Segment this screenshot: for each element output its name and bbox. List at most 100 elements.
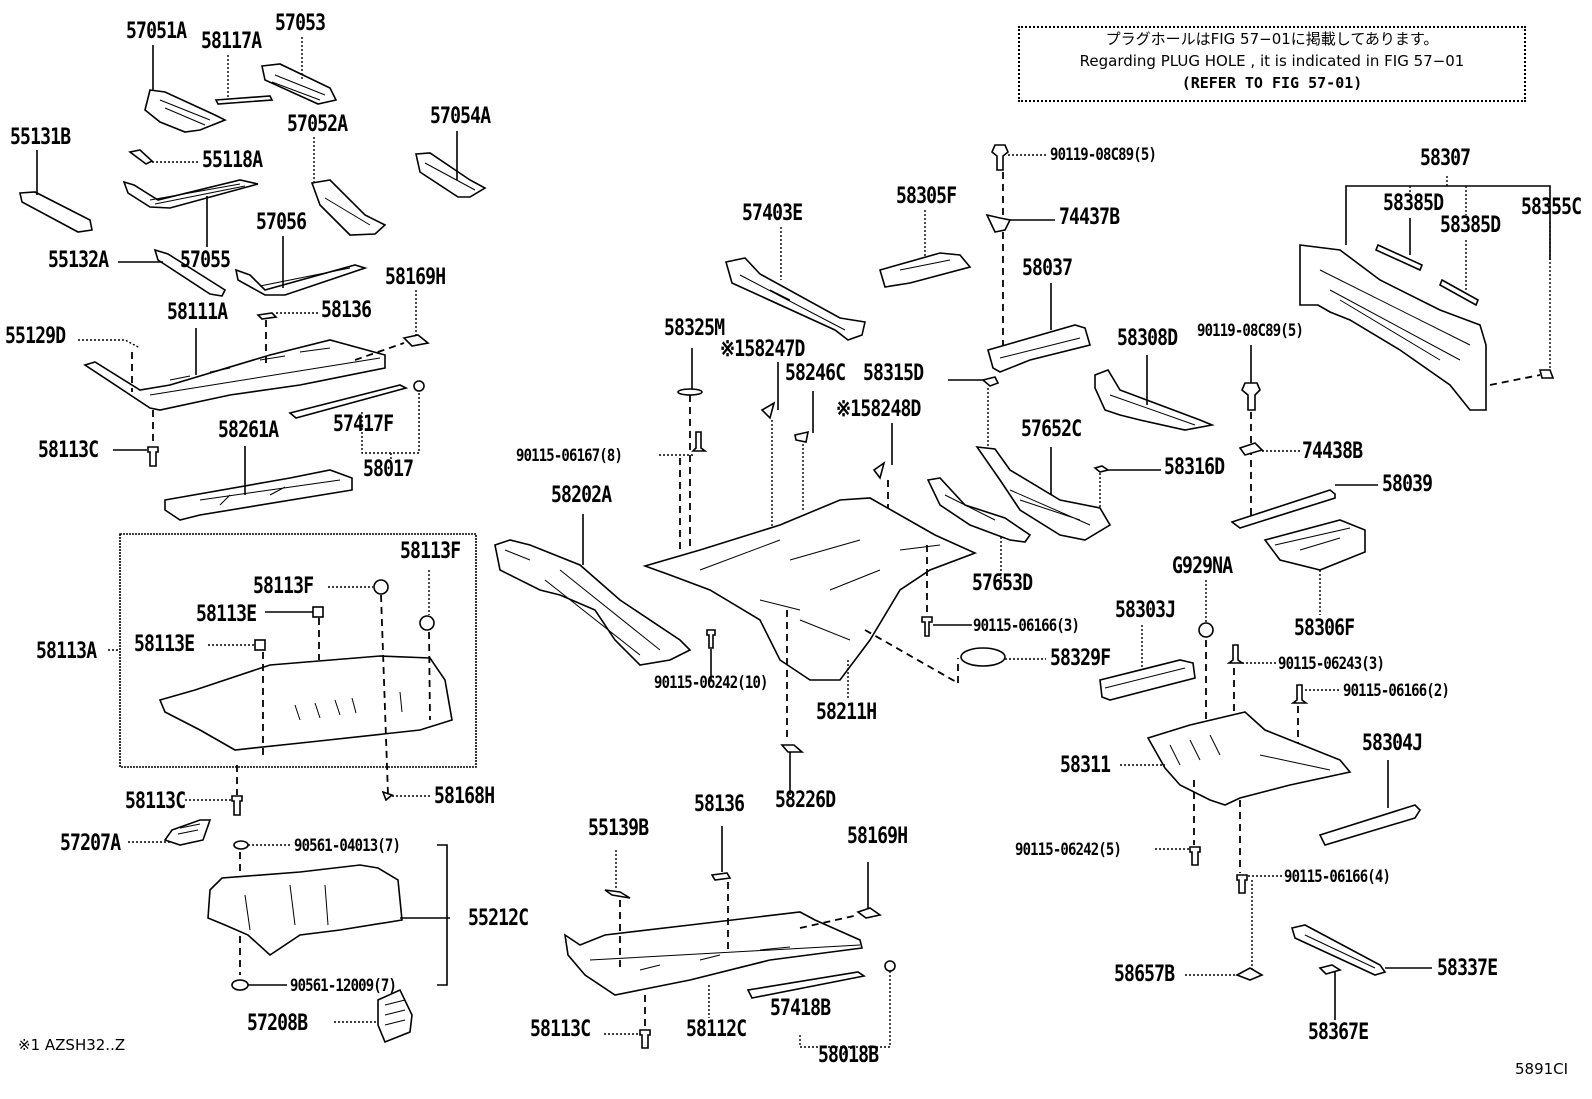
part-label-55129D[interactable]: 55129D: [5, 324, 66, 349]
part-57207A-shape[interactable]: [163, 819, 212, 846]
part-58304J-shape[interactable]: [1318, 804, 1422, 846]
part-58037-shape[interactable]: [987, 324, 1092, 373]
part-74438B-shape[interactable]: [1238, 442, 1264, 456]
part-90561-04013-grommet[interactable]: [233, 840, 249, 850]
part-58307-shape[interactable]: [1299, 244, 1487, 411]
part-57052A-shape[interactable]: [310, 179, 387, 236]
part-label-57052A[interactable]: 57052A: [287, 112, 348, 137]
part-label-57053[interactable]: 57053: [275, 11, 326, 36]
part-90561-12009-grommet[interactable]: [231, 979, 249, 991]
part-label-58337E[interactable]: 58337E: [1437, 956, 1498, 981]
part-label-58355C[interactable]: 58355C: [1521, 195, 1582, 220]
part-label-90561-12009[interactable]: 90561-12009(7): [290, 976, 397, 996]
part-58112C-shape[interactable]: [563, 911, 863, 996]
part-label-58247D[interactable]: ※158247D: [720, 337, 805, 362]
part-55132A-shape[interactable]: [153, 248, 227, 297]
part-label-58211H[interactable]: 58211H: [816, 700, 877, 725]
part-58329F-shape[interactable]: [960, 647, 1006, 667]
part-58315D-clip[interactable]: [981, 376, 1000, 387]
part-label-74438B[interactable]: 74438B: [1302, 439, 1363, 464]
part-57208B-shape[interactable]: [377, 988, 413, 1044]
part-57418B-shape[interactable]: [746, 971, 867, 999]
part-58039-shape[interactable]: [1230, 489, 1336, 529]
part-label-58113E-upper[interactable]: 58113E: [196, 602, 257, 627]
part-55131B-shape[interactable]: [19, 191, 93, 233]
part-label-58017[interactable]: 58017: [363, 457, 414, 482]
part-57653D-shape[interactable]: [926, 477, 1032, 543]
part-57417F-shape[interactable]: [288, 384, 409, 419]
part-label-90115-06166-3[interactable]: 90115-06166(3): [973, 616, 1080, 636]
part-58211H-shape[interactable]: [642, 497, 978, 681]
part-label-90115-06243[interactable]: 90115-06243(3): [1278, 654, 1385, 674]
part-58117A-shape[interactable]: [214, 95, 274, 105]
part-label-58316D[interactable]: 58316D: [1164, 455, 1225, 480]
part-90115-06166-3-bolt[interactable]: [921, 616, 933, 637]
part-label-58202A[interactable]: 58202A: [551, 483, 612, 508]
part-55118A-shape[interactable]: [128, 149, 154, 165]
part-58316D-shape[interactable]: [1093, 465, 1110, 473]
part-label-58657B[interactable]: 58657B: [1114, 962, 1175, 987]
part-90119-08C89-bolt-b[interactable]: [1241, 382, 1261, 411]
part-G929NA-nut[interactable]: [1198, 622, 1214, 638]
part-label-58169H-upper[interactable]: 58169H: [385, 265, 446, 290]
part-label-58113C-upper[interactable]: 58113C: [38, 438, 99, 463]
part-58169H-shape[interactable]: [402, 334, 430, 347]
part-57053-shape[interactable]: [261, 63, 338, 105]
part-label-57208B[interactable]: 57208B: [247, 1011, 308, 1036]
part-57652C-shape[interactable]: [975, 446, 1112, 541]
part-label-57056[interactable]: 57056: [256, 210, 307, 235]
part-58385D-a-shape[interactable]: [1374, 243, 1424, 272]
part-label-57418B[interactable]: 57418B: [770, 996, 831, 1021]
part-label-55118A[interactable]: 55118A: [202, 148, 263, 173]
part-90115-06167-bolt[interactable]: [691, 431, 708, 452]
part-label-58113F-left[interactable]: 58113F: [253, 574, 314, 599]
part-label-90115-06166-2[interactable]: 90115-06166(2): [1343, 681, 1450, 701]
part-label-74437B[interactable]: 74437B: [1059, 205, 1120, 230]
part-58337E-shape[interactable]: [1290, 924, 1387, 976]
part-label-90115-06166-4[interactable]: 90115-06166(4): [1284, 867, 1391, 887]
part-label-58246C[interactable]: 58246C: [785, 361, 846, 386]
part-label-58112C[interactable]: 58112C: [686, 1017, 747, 1042]
part-58261A-shape[interactable]: [164, 469, 353, 521]
part-label-57051A[interactable]: 57051A: [126, 19, 187, 44]
part-55212C-shape[interactable]: [207, 864, 403, 957]
part-label-90561-04013[interactable]: 90561-04013(7): [294, 836, 401, 856]
part-58113E-nut-b[interactable]: [254, 639, 266, 651]
part-58136-b-shape[interactable]: [710, 872, 732, 881]
part-label-58315D[interactable]: 58315D: [863, 361, 924, 386]
part-label-58329F[interactable]: 58329F: [1050, 646, 1111, 671]
part-58325M-shape[interactable]: [677, 388, 703, 396]
part-58355C-shape[interactable]: [1538, 369, 1555, 379]
part-90119-08C89-bolt-a[interactable]: [991, 144, 1009, 171]
part-58113E-nut-a[interactable]: [312, 606, 324, 618]
part-58113C-bolt[interactable]: [147, 446, 159, 467]
part-58311-shape[interactable]: [1146, 711, 1352, 806]
part-label-57207A[interactable]: 57207A: [60, 831, 121, 856]
part-58306F-shape[interactable]: [1263, 519, 1366, 571]
part-label-58113C-lower[interactable]: 58113C: [530, 1017, 591, 1042]
part-label-58168H[interactable]: 58168H: [434, 784, 495, 809]
part-label-58385D-left[interactable]: 58385D: [1383, 191, 1444, 216]
part-label-58113E-lower[interactable]: 58113E: [134, 632, 195, 657]
part-label-55212C[interactable]: 55212C: [468, 906, 529, 931]
part-label-58303J[interactable]: 58303J: [1115, 598, 1176, 623]
part-74437B-shape[interactable]: [985, 213, 1012, 233]
part-90115-06242-5-bolt[interactable]: [1189, 846, 1201, 866]
part-label-55139B[interactable]: 55139B: [588, 816, 649, 841]
part-label-G929NA[interactable]: G929NA: [1172, 554, 1233, 579]
part-58136-shape[interactable]: [256, 312, 278, 320]
part-label-57417F[interactable]: 57417F: [333, 412, 394, 437]
part-label-57403E[interactable]: 57403E: [742, 201, 803, 226]
part-label-58261A[interactable]: 58261A: [218, 418, 279, 443]
part-58248D-clip[interactable]: [872, 461, 886, 480]
part-label-58113F-right[interactable]: 58113F: [400, 539, 461, 564]
part-58017-clip[interactable]: [413, 380, 425, 392]
part-label-90115-06242-5[interactable]: 90115-06242(5): [1015, 840, 1122, 860]
part-label-58308D[interactable]: 58308D: [1117, 326, 1178, 351]
part-label-57653D[interactable]: 57653D: [972, 571, 1033, 596]
part-58657B-shape[interactable]: [1235, 967, 1264, 981]
part-label-58325M[interactable]: 58325M: [664, 316, 725, 341]
part-57054A-shape[interactable]: [415, 152, 487, 198]
part-label-58307[interactable]: 58307: [1420, 146, 1471, 171]
part-58018B-clip[interactable]: [884, 960, 896, 972]
